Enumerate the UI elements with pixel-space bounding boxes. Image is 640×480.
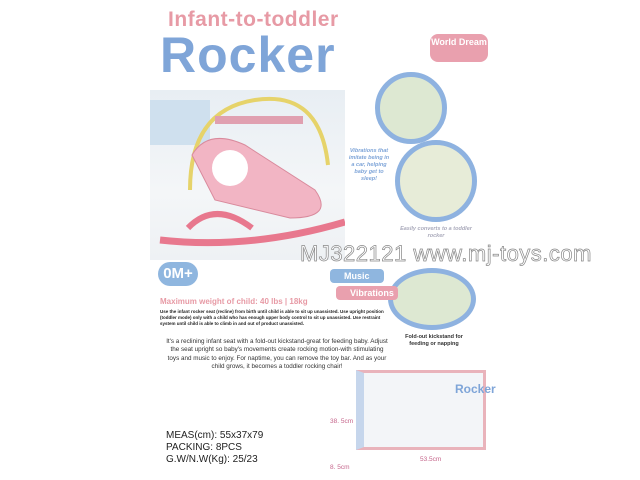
caption-vibrations: Vibrations that imitate being in a car, …: [348, 148, 390, 182]
product-title: Rocker: [160, 27, 336, 83]
age-badge: 0M+: [158, 262, 198, 286]
kickstand-photo: [388, 268, 476, 330]
spec-weight: G.W/N.W(Kg): 25/23: [166, 454, 258, 465]
vibration-photo: [375, 72, 447, 144]
caption-kickstand: Fold-out kickstand for feeding or nappin…: [405, 334, 463, 347]
caption-toddler: Easily converts to a toddler rocker: [400, 226, 472, 239]
rocker-illustration: [150, 96, 346, 247]
box-title: Rocker: [455, 382, 496, 396]
description: It's a reclining infant seat with a fold…: [166, 338, 388, 370]
specs: MEAS(cm): 55x37x79 PACKING: 8PCS G.W/N.W…: [166, 430, 263, 466]
vibrations-badge: Vibrations: [336, 286, 398, 300]
max-weight: Maximum weight of child: 40 lbs | 18kg: [160, 297, 308, 306]
rocker-photo: [150, 90, 346, 260]
product-subtitle: Infant-to-toddler: [168, 8, 339, 31]
box-depth: 8. 5cm: [330, 464, 350, 471]
toddler-photo: [395, 140, 477, 222]
music-badge: Music: [330, 269, 384, 283]
watermark: MJ322121 www.mj-toys.com: [300, 241, 592, 266]
package-box: [356, 370, 486, 450]
box-width: 53.5cm: [420, 456, 442, 463]
spec-packing: PACKING: 8PCS: [166, 442, 242, 453]
warnings: Use the infant rocker seat (recline) fro…: [160, 309, 384, 326]
brand-badge: World Dream: [430, 34, 488, 62]
spec-meas: MEAS(cm): 55x37x79: [166, 430, 264, 441]
box-height: 38. 5cm: [330, 418, 354, 425]
